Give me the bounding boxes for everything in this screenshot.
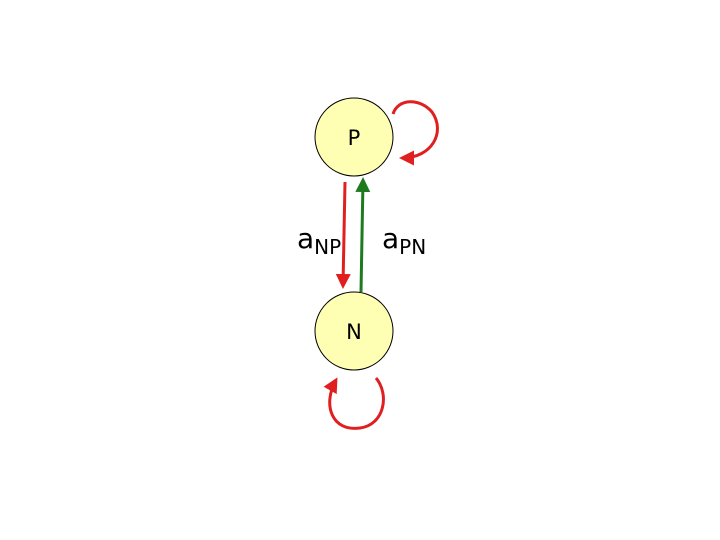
node-n-circle <box>314 291 394 371</box>
node-p-label: P <box>348 126 361 150</box>
self-loop-p-arrow <box>391 100 439 166</box>
self-loop-n-arrow <box>323 377 385 430</box>
node-p-circle <box>314 97 394 177</box>
edge-n-to-p-arrow <box>355 177 371 293</box>
edge-label-a-np-base: a <box>297 222 314 255</box>
node-p: P <box>314 97 394 177</box>
edge-label-a-pn: aPN <box>382 222 426 259</box>
node-n: N <box>314 291 394 371</box>
edge-label-a-pn-base: a <box>382 222 399 255</box>
edge-label-a-pn-sub: PN <box>399 235 426 259</box>
node-n-label: N <box>346 320 362 344</box>
edge-p-to-n-arrow <box>335 181 351 289</box>
edge-label-a-np-sub: NP <box>314 235 341 259</box>
edge-label-a-np: aNP <box>297 222 341 259</box>
